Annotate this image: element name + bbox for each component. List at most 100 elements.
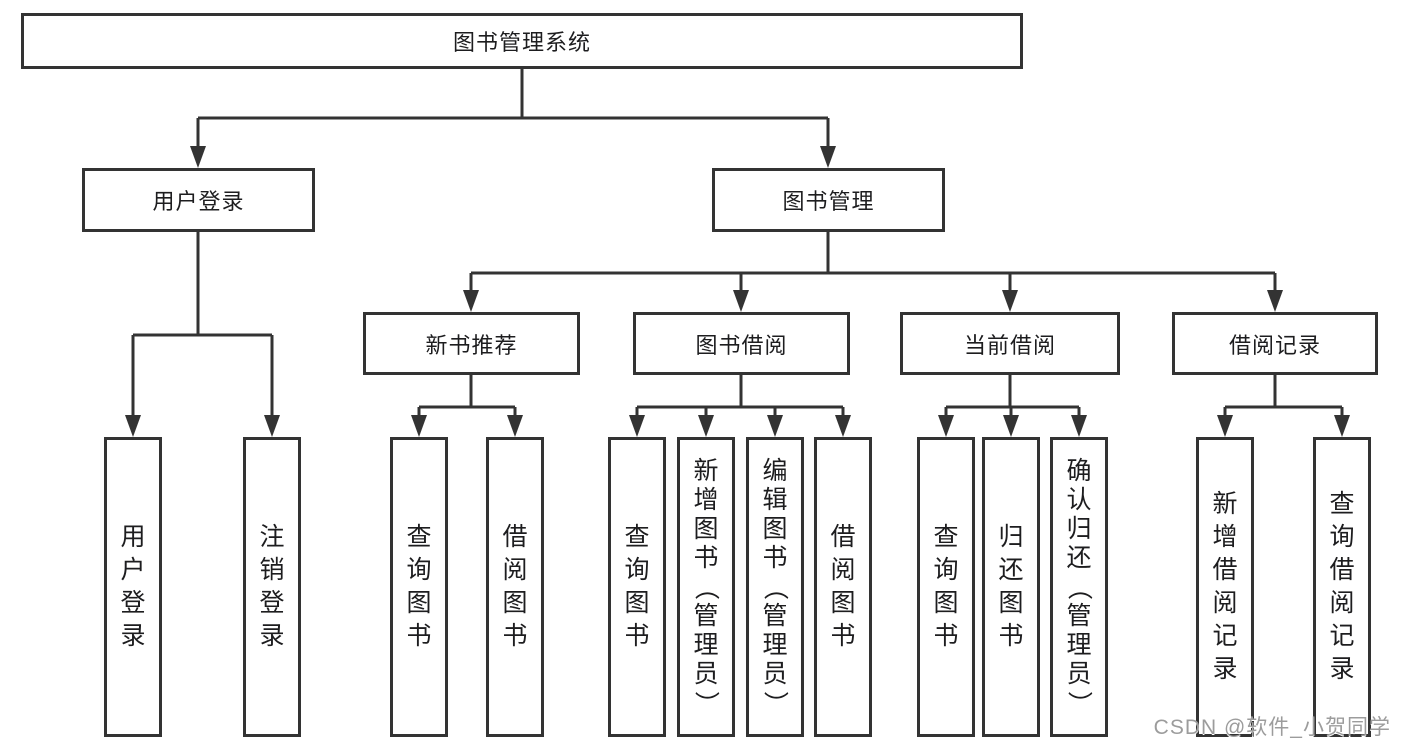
node-library-management-system: 图书管理系统 — [21, 13, 1023, 69]
vertical-char: 借 — [1329, 556, 1355, 584]
leaf-confirm-return-admin: 确认归还（管理员） — [1050, 437, 1108, 737]
vertical-char: 图 — [762, 514, 788, 543]
arrow-head — [1003, 415, 1019, 437]
arrow-head — [1002, 290, 1018, 312]
vertical-char: 阅 — [502, 556, 528, 584]
vertical-char: （ — [1065, 574, 1094, 600]
vertical-char: 图 — [693, 514, 719, 543]
arrow-head — [820, 146, 836, 168]
vertical-char: 借 — [502, 523, 528, 551]
vertical-char: 理 — [693, 630, 719, 659]
node-book-management: 图书管理 — [712, 168, 945, 232]
node-borrowing-records: 借阅记录 — [1172, 312, 1378, 375]
vertical-char: ） — [761, 690, 790, 716]
arrow-head — [1334, 415, 1350, 437]
vertical-char: 增 — [1212, 523, 1238, 551]
vertical-char: 新 — [1212, 490, 1238, 518]
arrow-head — [1071, 415, 1087, 437]
vertical-char: 员 — [693, 659, 719, 688]
vertical-char: 还 — [1066, 543, 1092, 572]
leaf-add-books-admin: 新增图书（管理员） — [677, 437, 735, 737]
vertical-char: 图 — [624, 589, 650, 617]
vertical-char: 注 — [259, 523, 285, 551]
node-book-borrowing: 图书借阅 — [633, 312, 850, 375]
vertical-char: （ — [761, 574, 790, 600]
vertical-char: 书 — [624, 622, 650, 650]
vertical-char: 管 — [1066, 601, 1092, 630]
vertical-char: 书 — [933, 622, 959, 650]
vertical-char: 查 — [933, 523, 959, 551]
leaf-edit-books-admin: 编辑图书（管理员） — [746, 437, 804, 737]
arrow-head — [125, 415, 141, 437]
vertical-char: 增 — [693, 485, 719, 514]
vertical-char: 辑 — [762, 485, 788, 514]
vertical-char: ） — [1065, 690, 1094, 716]
vertical-char: 图 — [998, 589, 1024, 617]
vertical-char: 书 — [830, 622, 856, 650]
vertical-char: 书 — [502, 622, 528, 650]
vertical-char: 借 — [1212, 556, 1238, 584]
arrow-head — [507, 415, 523, 437]
vertical-char: 记 — [1212, 622, 1238, 650]
vertical-char: 借 — [830, 523, 856, 551]
node-user-login: 用户登录 — [82, 168, 315, 232]
vertical-char: 查 — [624, 523, 650, 551]
vertical-char: 还 — [998, 556, 1024, 584]
vertical-char: 理 — [1066, 630, 1092, 659]
vertical-char: 新 — [693, 456, 719, 485]
vertical-char: 归 — [1066, 514, 1092, 543]
vertical-char: 录 — [1212, 655, 1238, 683]
node-new-book-recommend: 新书推荐 — [363, 312, 580, 375]
vertical-char: 管 — [693, 601, 719, 630]
vertical-char: 户 — [120, 556, 146, 584]
arrow-head — [733, 290, 749, 312]
arrow-head — [938, 415, 954, 437]
leaf-logout: 注销登录 — [243, 437, 301, 737]
arrow-head — [835, 415, 851, 437]
vertical-char: 图 — [933, 589, 959, 617]
leaf-query-books-current: 查询图书 — [917, 437, 975, 737]
csdn-watermark: CSDN @软件_小贺同学 — [1153, 716, 1391, 739]
vertical-char: 图 — [406, 589, 432, 617]
arrow-head — [698, 415, 714, 437]
vertical-char: 询 — [406, 556, 432, 584]
vertical-char: 确 — [1066, 456, 1092, 485]
leaf-add-borrow-record: 新增借阅记录 — [1196, 437, 1254, 737]
vertical-char: 书 — [693, 543, 719, 572]
vertical-char: 用 — [120, 523, 146, 551]
vertical-char: 登 — [259, 589, 285, 617]
vertical-char: 询 — [1329, 523, 1355, 551]
leaf-return-books: 归还图书 — [982, 437, 1040, 737]
vertical-char: 图 — [830, 589, 856, 617]
vertical-char: 询 — [624, 556, 650, 584]
vertical-char: 阅 — [1212, 589, 1238, 617]
vertical-char: 书 — [762, 543, 788, 572]
vertical-char: 登 — [120, 589, 146, 617]
vertical-char: 录 — [259, 622, 285, 650]
leaf-query-books-borrowing: 查询图书 — [608, 437, 666, 737]
arrow-head — [629, 415, 645, 437]
vertical-char: 阅 — [830, 556, 856, 584]
vertical-char: 编 — [762, 456, 788, 485]
vertical-char: 图 — [502, 589, 528, 617]
vertical-char: 员 — [762, 659, 788, 688]
arrow-head — [767, 415, 783, 437]
vertical-char: 管 — [762, 601, 788, 630]
vertical-char: 理 — [762, 630, 788, 659]
vertical-char: （ — [692, 574, 721, 600]
vertical-char: 查 — [406, 523, 432, 551]
vertical-char: 书 — [406, 622, 432, 650]
arrowheads — [125, 146, 1350, 437]
vertical-char: 录 — [1329, 655, 1355, 683]
arrow-head — [463, 290, 479, 312]
leaf-query-books-recommend: 查询图书 — [390, 437, 448, 737]
leaf-query-borrow-record: 查询借阅记录 — [1313, 437, 1371, 737]
vertical-char: 查 — [1329, 490, 1355, 518]
vertical-char: 录 — [120, 622, 146, 650]
vertical-char: 书 — [998, 622, 1024, 650]
vertical-char: 询 — [933, 556, 959, 584]
vertical-char: 员 — [1066, 659, 1092, 688]
vertical-char: ） — [692, 690, 721, 716]
